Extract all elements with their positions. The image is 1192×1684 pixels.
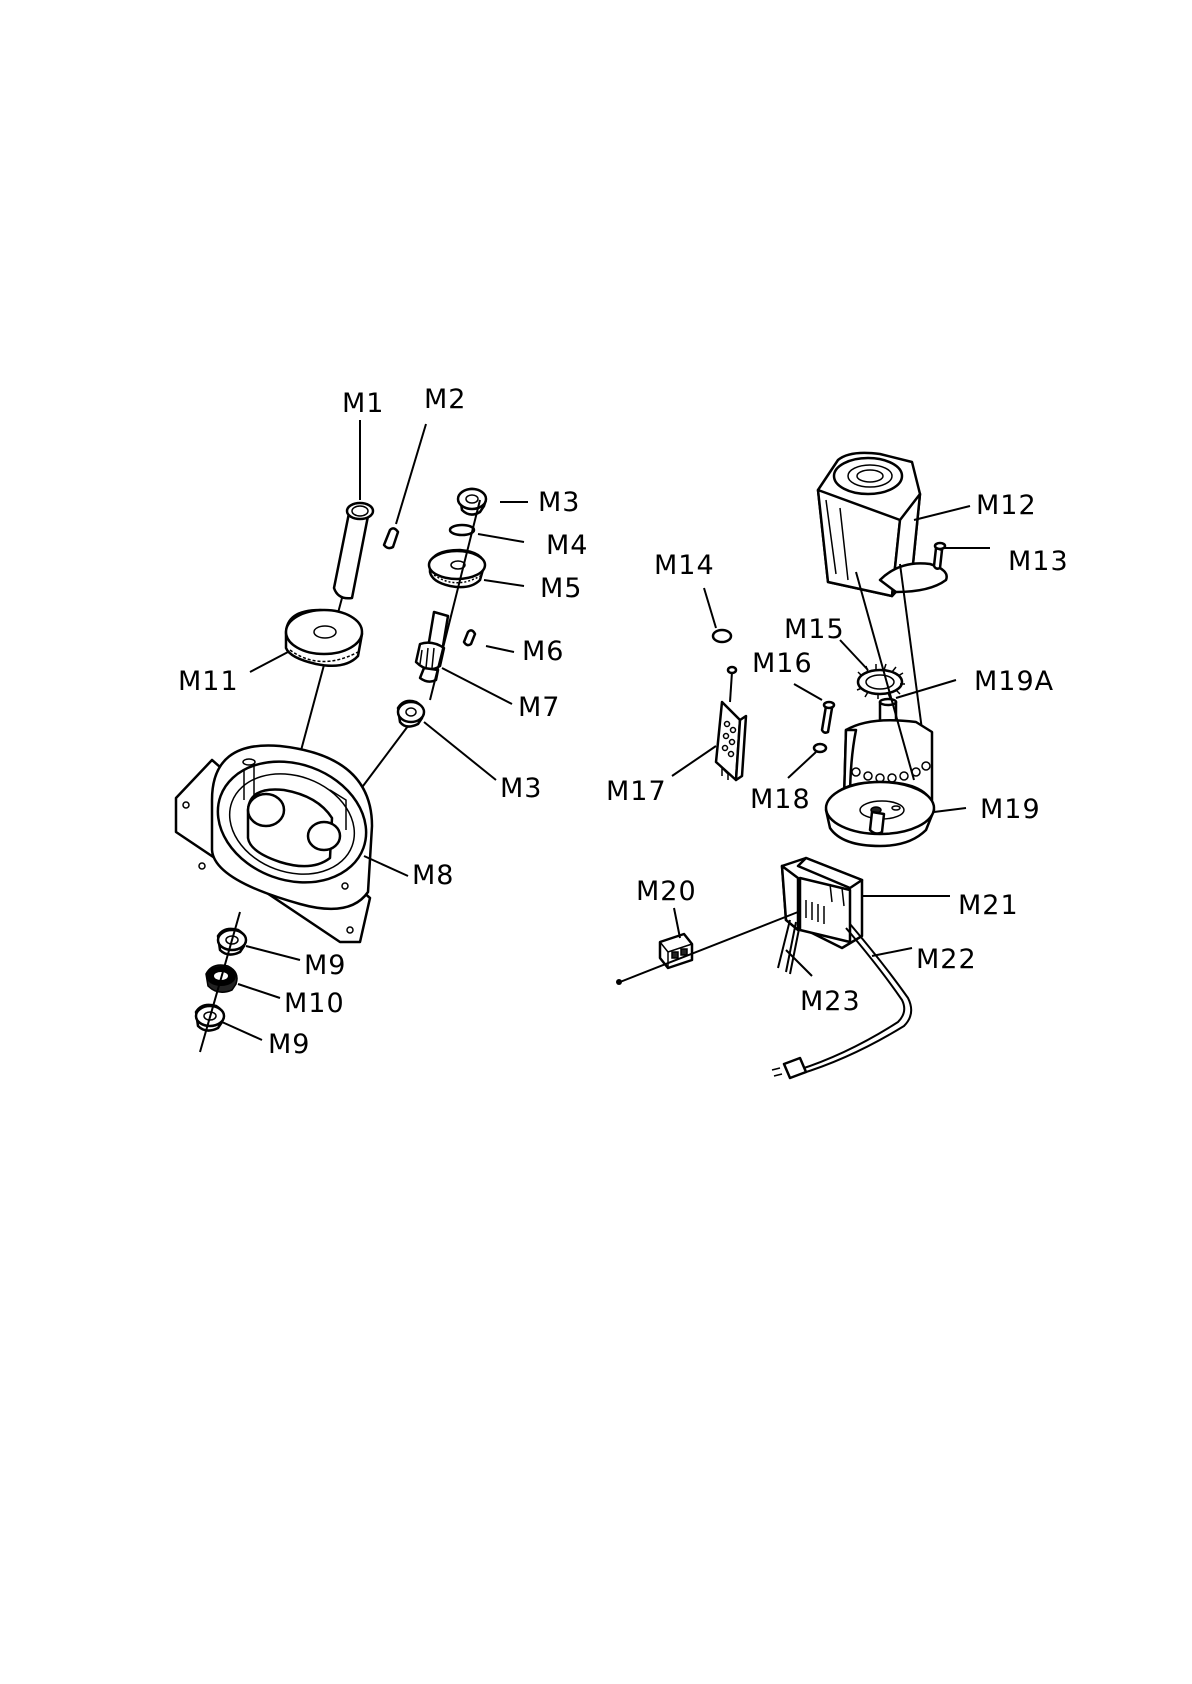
part-m5-gear [429,550,485,587]
part-m3-top-bearing [458,489,486,515]
part-m14-ring [713,630,731,642]
label-m11: M11 [178,666,239,697]
part-m6-pin [464,630,475,645]
label-m6: M6 [522,636,564,667]
label-m15: M15 [784,614,845,645]
part-m1-tube [334,503,373,598]
label-m8: M8 [412,860,454,891]
label-m1: M1 [342,388,384,419]
label-m20: M20 [636,876,697,907]
part-m16-bolt [822,702,834,733]
label-m14: M14 [654,550,715,581]
part-m15-fan [857,664,905,699]
part-m2-pin [384,528,398,548]
part-m3-lower-bearing [398,701,424,727]
label-m2: M2 [424,384,466,415]
label-m22: M22 [916,944,977,975]
label-m17: M17 [606,776,667,807]
label-m10: M10 [284,988,345,1019]
label-m19: M19 [980,794,1041,825]
label-m4: M4 [546,530,588,561]
part-m13-screw [934,543,945,569]
part-m17-circuit-board [716,667,746,780]
part-m12-cover [818,453,947,596]
part-m19-motor [826,720,934,846]
wire-end [616,979,622,985]
label-m5: M5 [540,573,582,604]
label-m9-lower: M9 [268,1029,310,1060]
wire-left [620,912,798,982]
label-m9-top: M9 [304,950,346,981]
label-m21: M21 [958,890,1019,921]
label-m18: M18 [750,784,811,815]
part-m20-switch [660,934,692,968]
part-m4-ring [450,525,474,535]
label-m12: M12 [976,490,1037,521]
label-m19a: M19A [974,666,1054,697]
label-m16: M16 [752,648,813,679]
label-m3-lower: M3 [500,773,542,804]
label-m7: M7 [518,692,560,723]
label-m3-top: M3 [538,487,580,518]
label-m23: M23 [800,986,861,1017]
part-m8-housing [176,742,383,942]
part-m11-gear-disk [286,610,362,666]
part-m18-washer [814,744,826,752]
label-m13: M13 [1008,546,1069,577]
